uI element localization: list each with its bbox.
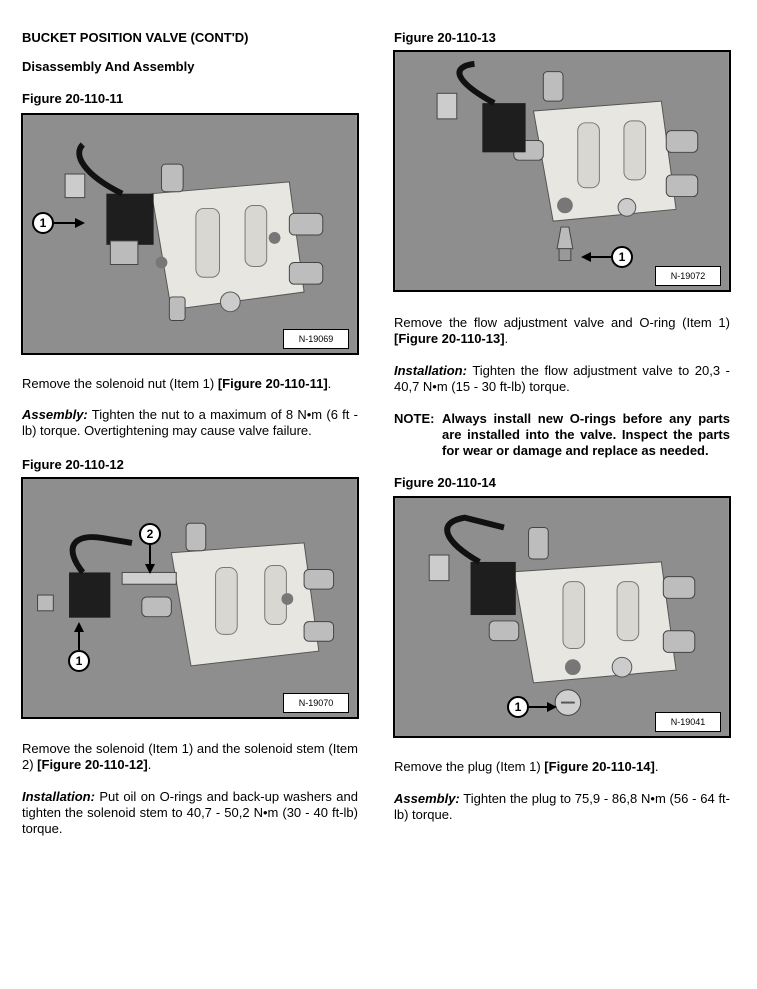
callout-arrows [74,545,155,650]
callout-1: 1 [611,246,633,268]
valve-photo-illustration [395,498,729,736]
callout-1: 1 [507,696,529,718]
note-text: Always install new O-rings before any pa… [442,411,730,458]
installation-paragraph: Installation: Put oil on O-rings and bac… [22,789,358,836]
page-title: BUCKET POSITION VALVE (CONT'D) [22,30,249,45]
figure-reference: [Figure 20-110-11] [217,376,328,391]
section-subtitle: Disassembly And Assembly [22,59,195,74]
figure-number-label: N-19041 [655,712,721,732]
callout-arrow [54,218,85,228]
instruction-paragraph: Remove the flow adjustment valve and O-r… [394,315,730,346]
valve-photo-illustration [395,52,729,290]
callout-2: 2 [139,523,161,545]
figure-photo-13: 1 N-19072 [393,50,731,292]
installation-paragraph: Installation: Tighten the flow adjustmen… [394,363,730,394]
valve-photo-illustration [23,115,357,353]
figure-caption-14: Figure 20-110-14 [394,475,496,490]
assembly-paragraph: Assembly: Tighten the plug to 75,9 - 86,… [394,791,730,822]
figure-caption-11: Figure 20-110-11 [22,91,124,106]
figure-number-label: N-19070 [283,693,349,713]
instruction-paragraph: Remove the solenoid (Item 1) and the sol… [22,741,358,772]
callout-1: 1 [32,212,54,234]
valve-photo-illustration [23,479,357,717]
figure-photo-12: 1 2 N-19070 [21,477,359,719]
figure-caption-12: Figure 20-110-12 [22,457,124,472]
figure-reference: [Figure 20-110-12] [37,757,148,772]
figure-photo-11: 1 N-19069 [21,113,359,355]
figure-reference: [Figure 20-110-13] [394,331,505,346]
instruction-paragraph: Remove the plug (Item 1) [Figure 20-110-… [394,759,659,774]
instruction-paragraph: Remove the solenoid nut (Item 1) [Figure… [22,376,332,391]
figure-caption-13: Figure 20-110-13 [394,30,496,45]
assembly-paragraph: Assembly: Tighten the nut to a maximum o… [22,407,358,438]
callout-arrow [529,702,557,712]
figure-number-label: N-19069 [283,329,349,349]
callout-arrow [581,252,611,262]
figure-photo-14: 1 N-19041 [393,496,731,738]
note-label: NOTE: [394,411,435,426]
figure-number-label: N-19072 [655,266,721,286]
figure-reference: [Figure 20-110-14] [544,759,655,774]
callout-1: 1 [68,650,90,672]
